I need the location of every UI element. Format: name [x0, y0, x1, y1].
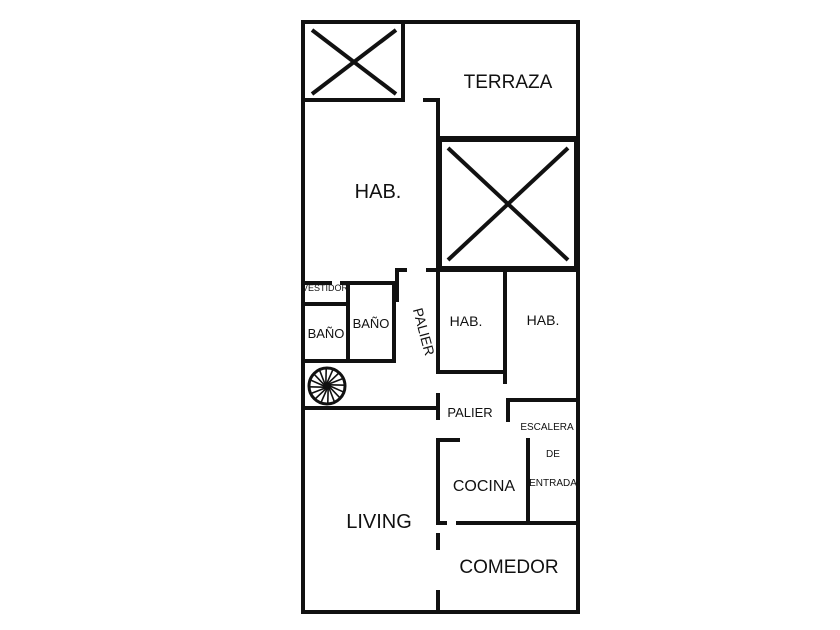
room-label-escalera: ESCALERA: [520, 422, 574, 433]
stair-step: [327, 372, 340, 384]
x-cross-icon: [446, 146, 570, 262]
stair-step: [328, 377, 344, 385]
walls: [301, 20, 580, 614]
room-label-entrada: ENTRADA: [529, 478, 577, 489]
room-label-vestidor: VESTIDOR: [302, 283, 349, 293]
room-label-palier-vertical: PALIER: [410, 306, 438, 357]
room-label-bano-right: BAÑO: [353, 316, 390, 331]
spiral-staircase-icon: [307, 366, 347, 406]
room-label-de: DE: [546, 449, 560, 460]
stair-step: [310, 387, 326, 395]
stair-step: [326, 368, 334, 384]
room-label-hab-main: HAB.: [355, 181, 402, 203]
room-label-bano-left: BAÑO: [308, 326, 345, 341]
room-label-palier: PALIER: [447, 405, 492, 420]
room-label-cocina: COCINA: [453, 478, 516, 495]
outer-wall: [301, 20, 580, 614]
room-label-terraza: TERRAZA: [464, 72, 553, 93]
stair-step: [309, 379, 325, 387]
stair-step: [313, 373, 325, 386]
stair-step: [318, 369, 326, 385]
room-label-hab-small-1: HAB.: [450, 313, 483, 329]
stair-step: [329, 386, 341, 399]
stair-step: [314, 388, 327, 400]
room-label-living: LIVING: [346, 511, 412, 533]
stair-step: [328, 387, 336, 403]
stair-step: [320, 388, 328, 404]
stair-step: [329, 385, 345, 393]
x-cross-icon: [310, 28, 398, 96]
room-label-hab-small-2: HAB.: [527, 312, 560, 328]
room-label-comedor: COMEDOR: [459, 557, 558, 578]
